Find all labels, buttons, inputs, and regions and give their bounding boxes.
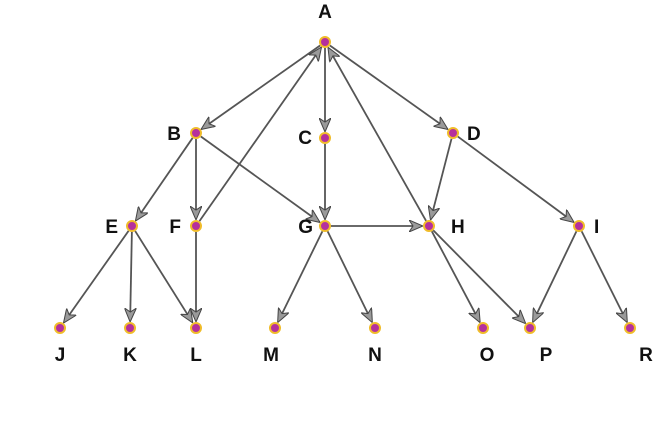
edge-a-to-d: [329, 44, 447, 128]
node-label-j: J: [55, 345, 66, 366]
node-g: [319, 220, 331, 232]
edge-g-to-n: [326, 230, 372, 321]
node-label-r: R: [639, 345, 653, 366]
node-label-m: M: [263, 345, 279, 366]
edge-g-to-m: [278, 230, 324, 321]
node-b: [190, 127, 202, 139]
node-label-h: H: [451, 217, 465, 238]
node-j: [54, 322, 66, 334]
edge-h-to-a: [328, 48, 427, 222]
node-label-k: K: [123, 345, 137, 366]
node-label-e: E: [105, 217, 118, 238]
node-e: [126, 220, 138, 232]
node-labels: A B C D E F G H I J K L M N O P R: [55, 2, 653, 366]
edge-h-to-p: [432, 229, 525, 323]
node-label-d: D: [467, 124, 481, 145]
edge-d-to-i: [457, 135, 574, 222]
node-k: [124, 322, 136, 334]
node-d: [447, 127, 459, 139]
node-label-a: A: [318, 2, 332, 23]
node-label-o: O: [480, 345, 495, 366]
edges: [64, 44, 627, 323]
node-label-l: L: [190, 345, 202, 366]
edge-e-to-l: [134, 230, 192, 322]
edge-i-to-r: [580, 230, 627, 321]
node-label-b: B: [167, 124, 181, 145]
node-label-p: P: [540, 345, 553, 366]
edge-e-to-k: [130, 231, 132, 321]
node-r: [624, 322, 636, 334]
node-o: [477, 322, 489, 334]
node-label-g: G: [298, 217, 313, 238]
nodes: [54, 36, 636, 334]
node-f: [190, 220, 202, 232]
node-label-n: N: [368, 345, 382, 366]
node-p: [524, 322, 536, 334]
edge-i-to-p: [533, 231, 578, 321]
node-i: [573, 220, 585, 232]
node-n: [369, 322, 381, 334]
edge-f-to-a: [198, 48, 321, 222]
edge-h-to-o: [431, 230, 480, 322]
node-a: [319, 36, 331, 48]
edge-a-to-b: [202, 44, 321, 129]
edge-d-to-h: [431, 138, 453, 219]
node-label-f: F: [169, 217, 181, 238]
node-label-c: C: [298, 128, 312, 149]
node-h: [423, 220, 435, 232]
edge-e-to-j: [64, 230, 130, 322]
node-l: [190, 322, 202, 334]
edge-b-to-e: [136, 137, 194, 220]
edge-b-to-g: [200, 135, 319, 222]
node-c: [319, 132, 331, 144]
node-label-i: I: [594, 217, 599, 238]
node-m: [269, 322, 281, 334]
